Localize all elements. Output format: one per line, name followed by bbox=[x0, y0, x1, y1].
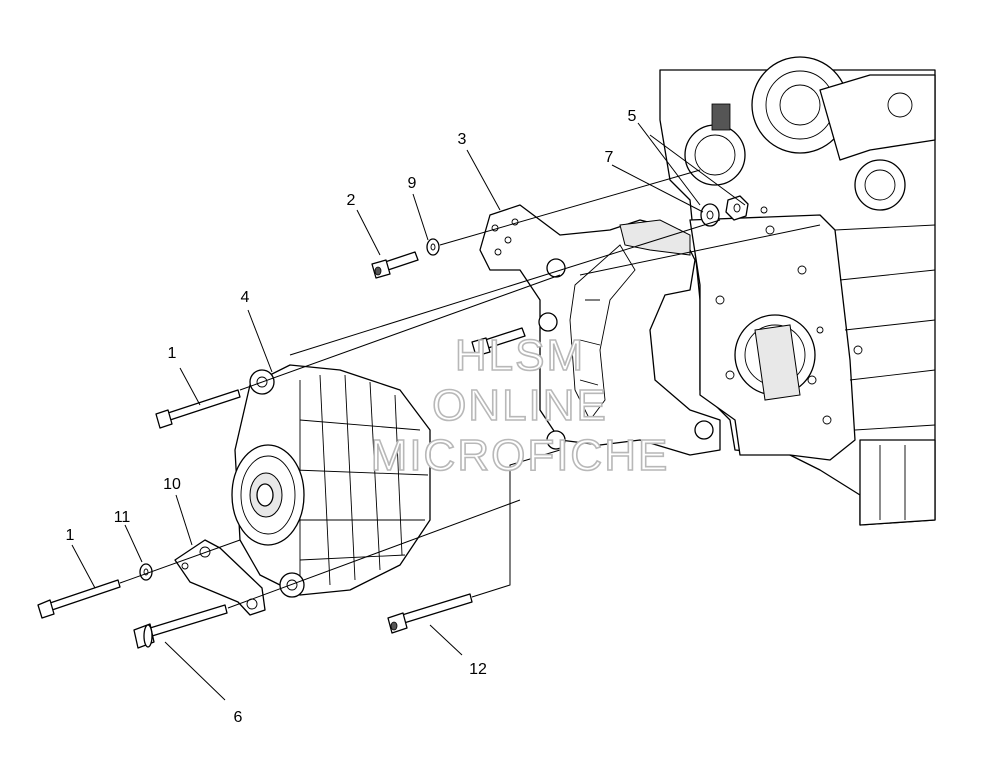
watermark-line-3: MICROFICHE bbox=[371, 431, 670, 480]
watermark-line-2: ONLINE bbox=[432, 381, 608, 430]
engine-block bbox=[659, 56, 936, 526]
callout-7: 7 bbox=[605, 149, 614, 166]
callout-11: 11 bbox=[114, 509, 131, 526]
adjusting-strap bbox=[174, 539, 266, 616]
alternator bbox=[231, 364, 431, 598]
callout-10: 10 bbox=[163, 476, 181, 493]
bolt-1-upper bbox=[155, 389, 241, 429]
washer-9 bbox=[426, 238, 440, 256]
callout-4: 4 bbox=[241, 289, 250, 306]
bolt-1-lower bbox=[37, 579, 121, 619]
watermark: HLSM ONLINE MICROFICHE bbox=[370, 330, 670, 481]
callout-12: 12 bbox=[469, 661, 487, 678]
alternator-bracket bbox=[479, 204, 721, 456]
washer-7 bbox=[700, 203, 720, 227]
callout-labels: 1 1 2 3 4 5 6 7 9 10 11 12 bbox=[66, 108, 637, 726]
callout-6: 6 bbox=[234, 709, 243, 726]
bolt-6 bbox=[133, 604, 228, 649]
nut-5 bbox=[725, 195, 749, 221]
callout-1-upper: 1 bbox=[168, 345, 177, 362]
callout-9: 9 bbox=[408, 175, 417, 192]
bolt-2 bbox=[371, 251, 419, 279]
callout-3: 3 bbox=[458, 131, 467, 148]
bolt-bracket bbox=[471, 327, 526, 357]
callout-2: 2 bbox=[347, 192, 356, 209]
bolt-12 bbox=[387, 593, 473, 634]
watermark-line-1: HLSM bbox=[455, 331, 585, 380]
callout-1-lower: 1 bbox=[66, 527, 75, 544]
leader-lines bbox=[71, 122, 704, 701]
callout-5: 5 bbox=[628, 108, 637, 125]
assembly-lines bbox=[119, 134, 821, 609]
